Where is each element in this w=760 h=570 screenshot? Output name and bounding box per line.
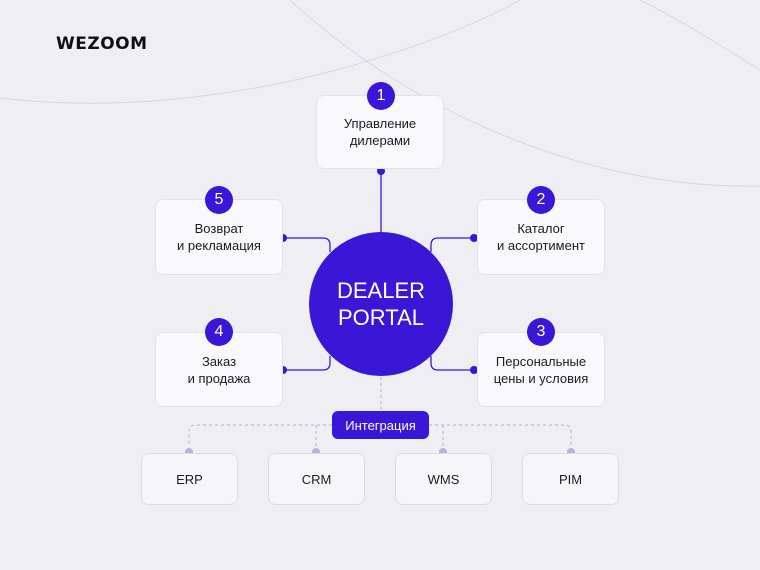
module-label-2: Каталог и ассортимент bbox=[497, 221, 585, 253]
module-badge-4: 4 bbox=[205, 318, 233, 346]
module-badge-2: 2 bbox=[527, 186, 555, 214]
dot-1 bbox=[377, 167, 385, 175]
integration-branch-left bbox=[188, 424, 332, 451]
connector-3 bbox=[430, 356, 474, 371]
hub-label: DEALER PORTAL bbox=[336, 278, 426, 330]
dot-3 bbox=[470, 366, 478, 374]
bg-arc-3 bbox=[639, 0, 760, 71]
dealer-portal-hub: DEALER PORTAL bbox=[309, 232, 453, 376]
module-label-1: Управление дилерами bbox=[343, 116, 417, 148]
module-badge-5: 5 bbox=[205, 186, 233, 214]
module-badge-3: 3 bbox=[527, 318, 555, 346]
connector-4 bbox=[283, 356, 331, 371]
connectors bbox=[283, 171, 474, 371]
bg-arc-1 bbox=[0, 0, 521, 104]
integration-branch-right bbox=[429, 424, 572, 451]
dot-2 bbox=[470, 234, 478, 242]
connector-5 bbox=[283, 237, 331, 252]
system-erp: ERP bbox=[141, 453, 238, 505]
integration-lines bbox=[188, 377, 572, 451]
integration-badge: Интеграция bbox=[332, 411, 429, 439]
wezom-logo: WEZOOM bbox=[56, 34, 148, 54]
bg-arc-2 bbox=[289, 0, 760, 187]
module-card-2: Каталог и ассортимент bbox=[477, 199, 605, 275]
module-label-3: Персональные цены и условия bbox=[493, 353, 589, 386]
system-wms: WMS bbox=[395, 453, 492, 505]
connector-2 bbox=[430, 237, 474, 252]
system-pim: PIM bbox=[522, 453, 619, 505]
module-label-4: Заказ и продажа bbox=[187, 353, 251, 386]
system-crm: CRM bbox=[268, 453, 365, 505]
integration-dots bbox=[183, 446, 577, 458]
module-label-5: Возврат и рекламация bbox=[177, 221, 261, 253]
module-badge-1: 1 bbox=[367, 82, 395, 110]
